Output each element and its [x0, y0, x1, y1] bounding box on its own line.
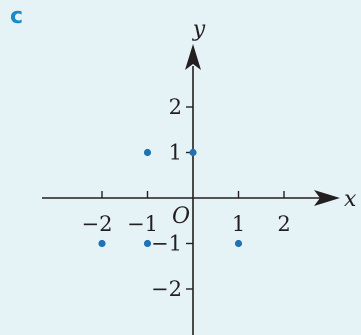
y-tick-label: 1	[169, 141, 182, 165]
x-tick-label: −2	[82, 212, 113, 236]
data-point	[143, 148, 152, 157]
data-points	[98, 148, 243, 248]
axes	[42, 44, 340, 335]
data-point	[143, 239, 152, 248]
y-tick-label: 2	[169, 95, 182, 119]
data-point	[98, 239, 106, 248]
x-tick-label: 1	[232, 212, 245, 236]
y-axis-label: y	[192, 17, 206, 42]
y-tick-label: −2	[151, 277, 182, 301]
x-tick-label: 2	[277, 212, 290, 236]
part-label: c	[10, 4, 24, 29]
x-tick-label: −1	[127, 212, 158, 236]
y-axis-arrow	[185, 44, 201, 70]
x-axis-label: x	[344, 187, 357, 212]
data-point	[234, 239, 243, 248]
x-axis-arrow	[314, 190, 340, 206]
labels: −2 −1 1 2 −2 −1 1 2 x yO	[82, 17, 357, 301]
data-point	[189, 148, 197, 157]
y-tick-label: −1	[151, 232, 182, 256]
origin-label: O	[172, 204, 190, 229]
